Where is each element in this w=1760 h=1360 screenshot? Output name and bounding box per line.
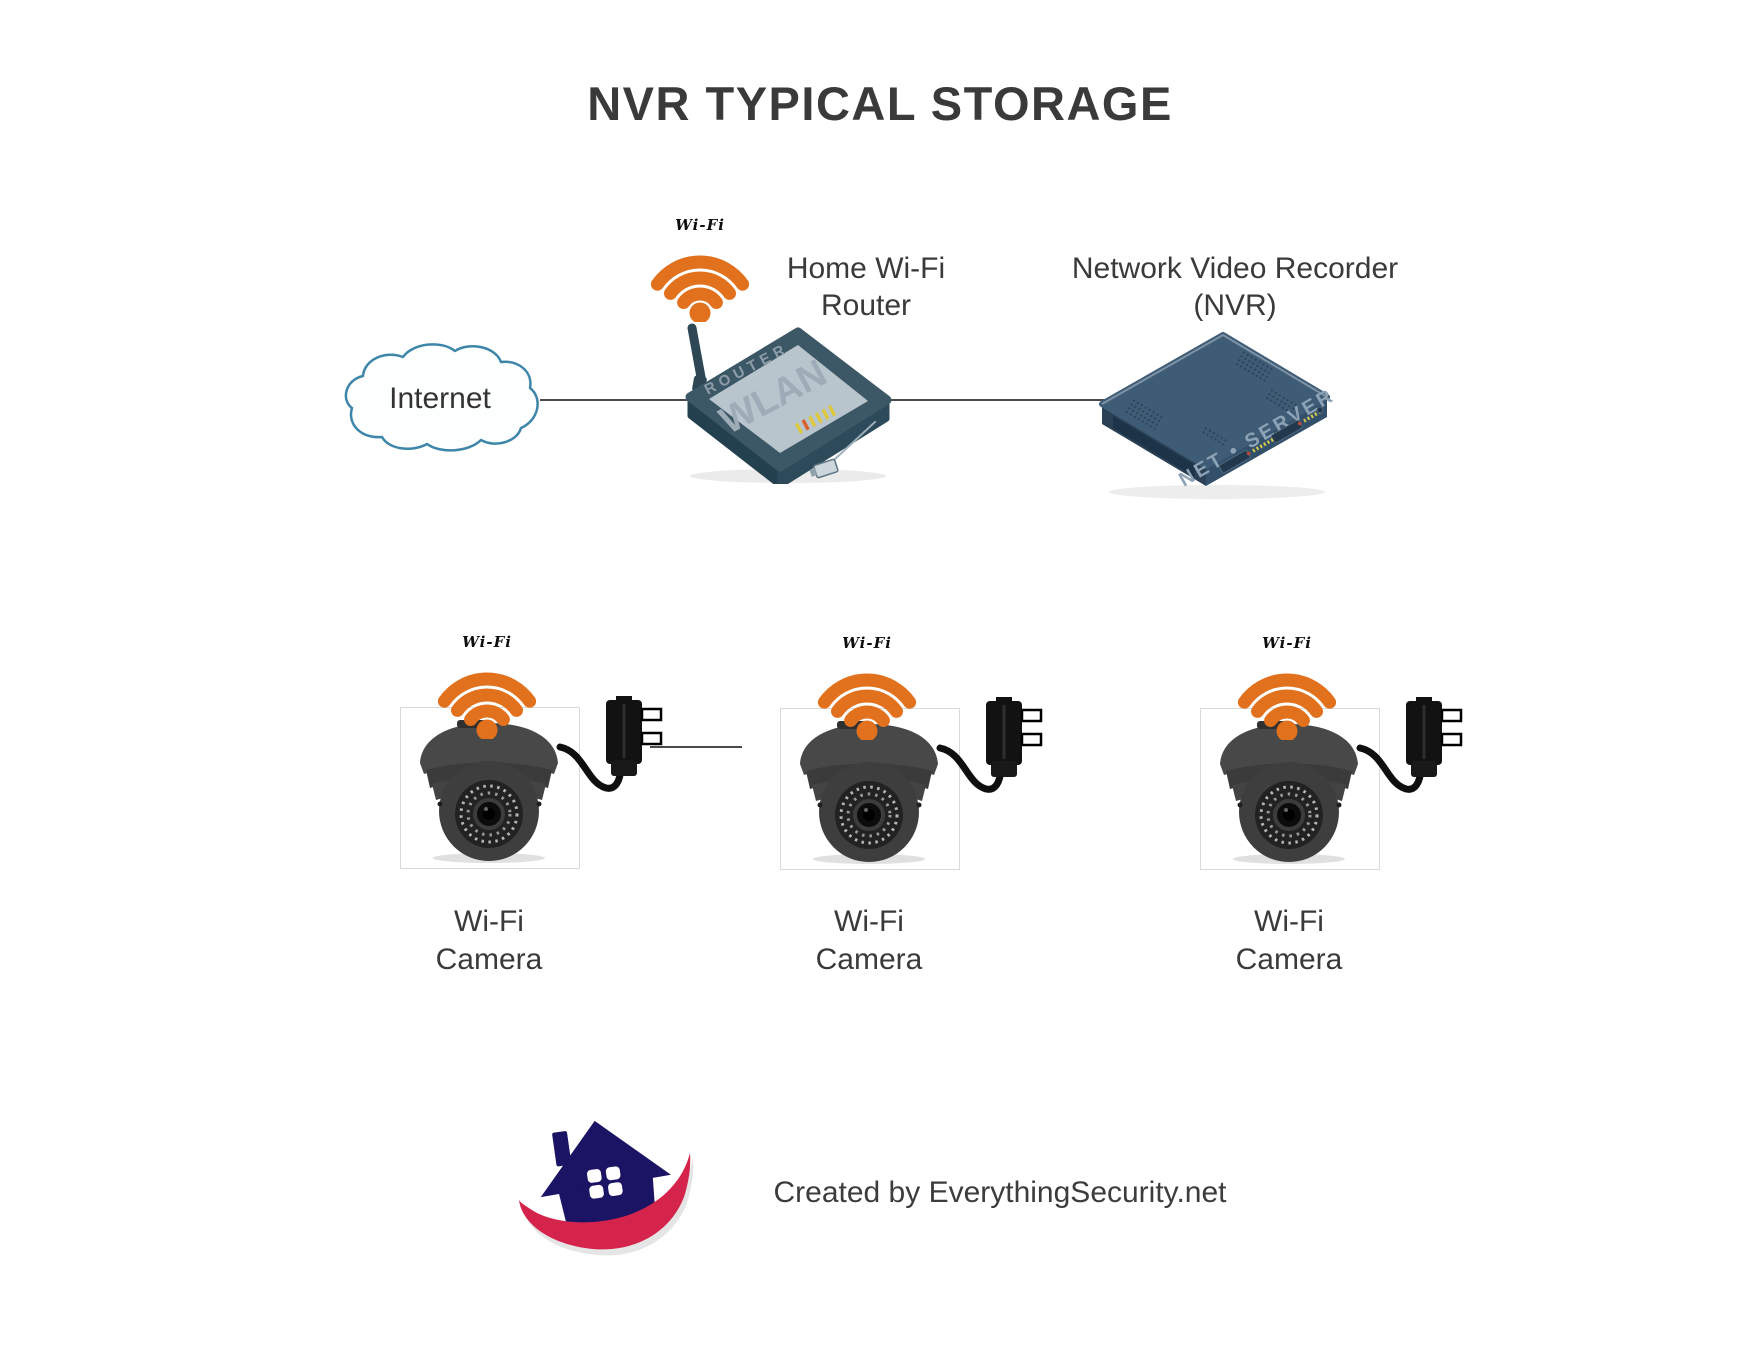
nvr-top-rim bbox=[1101, 333, 1328, 405]
router-wifi-signal: Wi-Fi bbox=[644, 216, 756, 322]
camera-label-3: Wi-Fi Camera bbox=[1189, 903, 1389, 979]
page-title: NVR TYPICAL STORAGE bbox=[587, 77, 1173, 130]
router-label: Home Wi-Fi Router bbox=[756, 250, 976, 324]
plug-prong bbox=[1020, 708, 1043, 723]
swoosh-icon bbox=[519, 1153, 691, 1250]
cloud-icon bbox=[344, 343, 539, 452]
nvr-label: Network Video Recorder (NVR) bbox=[1040, 250, 1430, 324]
camera-wifi-signal-3: Wi-Fi bbox=[1231, 634, 1343, 740]
wifi-signal-icon bbox=[817, 673, 917, 740]
camera-label-line1: Wi-Fi bbox=[454, 905, 524, 938]
house-window bbox=[587, 1166, 623, 1199]
nvr-front-slot bbox=[1113, 416, 1195, 477]
nvr-front-details bbox=[1218, 406, 1324, 474]
wifi-signal-icon bbox=[650, 255, 750, 322]
wifi-badge-label: Wi-Fi bbox=[462, 633, 512, 651]
wifi-badge-label: Wi-Fi bbox=[675, 216, 725, 234]
internet-node: Internet bbox=[337, 340, 543, 462]
plug-prong bbox=[1440, 732, 1463, 747]
router-device: ROUTER WLAN bbox=[685, 323, 892, 484]
power-cable bbox=[936, 744, 1005, 793]
power-adapter-2 bbox=[936, 697, 1043, 793]
camera-label-line1: Wi-Fi bbox=[1254, 905, 1324, 938]
nvr-led-strip bbox=[1246, 437, 1275, 456]
internet-label: Internet bbox=[389, 382, 491, 415]
nvr-label-line1: Network Video Recorder bbox=[1071, 252, 1399, 285]
nvr-label-line2: (NVR) bbox=[1193, 289, 1277, 322]
nvr-power-button bbox=[1316, 406, 1324, 414]
nvr-shadow bbox=[1109, 485, 1325, 499]
wifi-badge-label: Wi-Fi bbox=[1262, 634, 1312, 652]
plug-prong bbox=[1440, 708, 1463, 723]
power-cable bbox=[556, 743, 625, 792]
dome-camera-icon bbox=[1220, 721, 1358, 864]
wifi-signal-icon bbox=[1237, 673, 1337, 740]
power-adapter-3 bbox=[1356, 697, 1463, 793]
credit-text: Created by EverythingSecurity.net bbox=[773, 1176, 1227, 1209]
camera-label-line1: Wi-Fi bbox=[834, 905, 904, 938]
camera-wifi-signal-1: Wi-Fi bbox=[431, 633, 543, 739]
everything-security-logo bbox=[519, 1120, 694, 1256]
camera-label-2: Wi-Fi Camera bbox=[769, 903, 969, 979]
plug-prong bbox=[640, 731, 663, 746]
wifi-badge-label: Wi-Fi bbox=[842, 634, 892, 652]
nvr-vent-grid bbox=[1125, 351, 1298, 447]
camera-label-line2: Camera bbox=[815, 943, 923, 976]
nvr-led-strip-2 bbox=[1297, 409, 1323, 426]
camera-label-line2: Camera bbox=[435, 943, 543, 976]
power-cable bbox=[1356, 744, 1425, 793]
dome-camera-icon bbox=[800, 721, 938, 864]
wifi-signal-icon bbox=[437, 672, 537, 739]
dome-camera-icon bbox=[420, 720, 558, 863]
camera-label-1: Wi-Fi Camera bbox=[389, 903, 589, 979]
router-led-strip bbox=[794, 405, 837, 434]
nvr-top bbox=[1099, 332, 1330, 469]
router-top-panel bbox=[709, 345, 868, 453]
power-adapter-1 bbox=[556, 696, 663, 792]
router-label-line1: Home Wi-Fi bbox=[786, 252, 946, 285]
nvr-device: NET • SERVER bbox=[1099, 332, 1335, 499]
camera-label-line2: Camera bbox=[1235, 943, 1343, 976]
plug-prong bbox=[640, 707, 663, 722]
camera-connector-line bbox=[650, 746, 742, 748]
plug-prong bbox=[1020, 732, 1043, 747]
router-cable-plug bbox=[809, 420, 877, 479]
camera-wifi-signal-2: Wi-Fi bbox=[811, 634, 923, 740]
router-label-line2: Router bbox=[820, 289, 912, 322]
